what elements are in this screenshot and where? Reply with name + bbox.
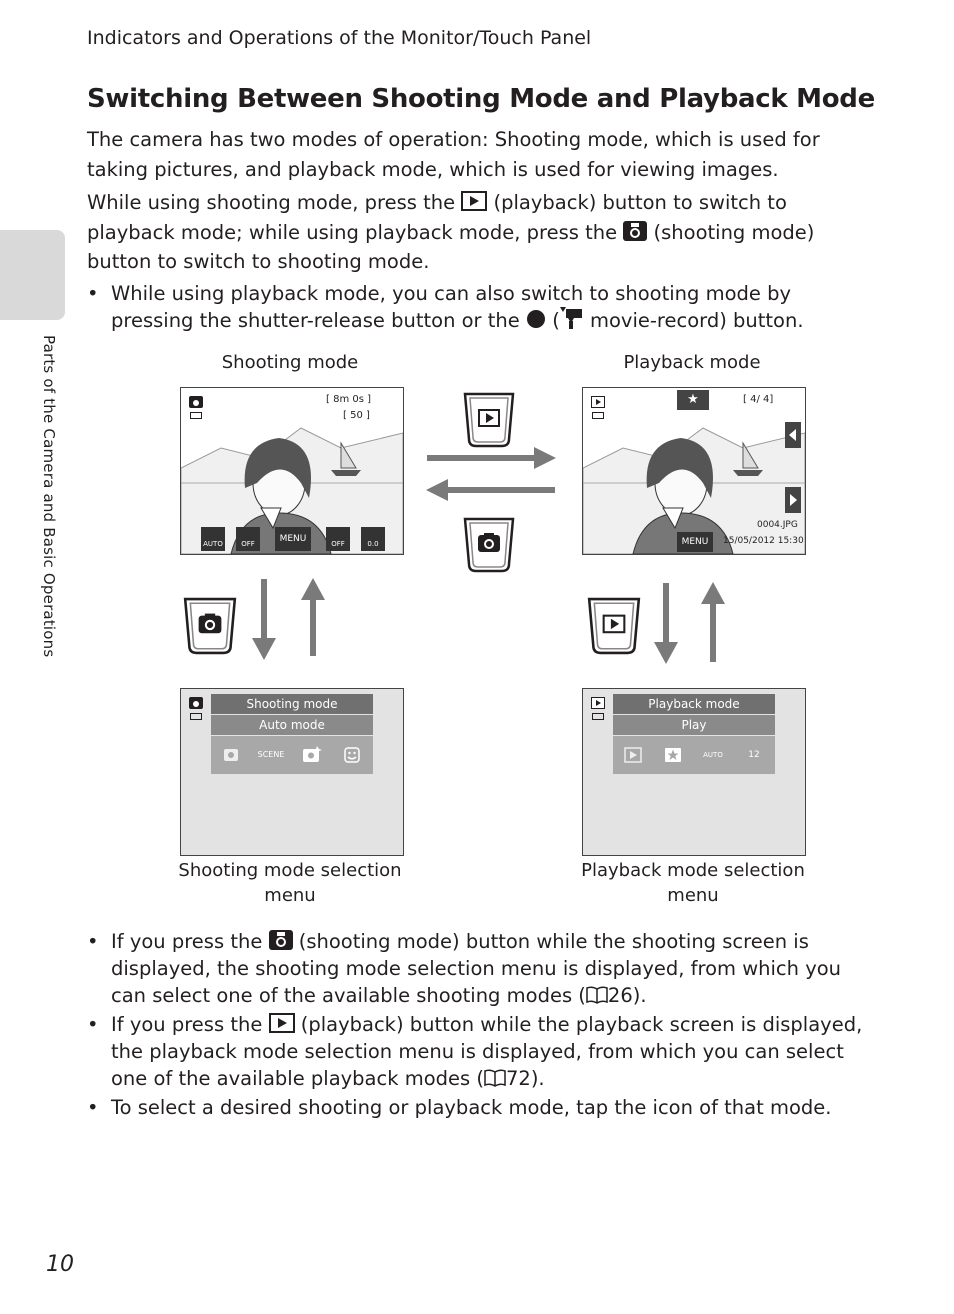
next-image-button[interactable] xyxy=(785,487,801,513)
intro-bullet: • While using playback mode, you can als… xyxy=(87,282,804,332)
shooting-scene-illustration xyxy=(181,427,403,554)
remaining-time: [ 8m 0s ] xyxy=(326,394,372,405)
mode-switch-arrows xyxy=(426,447,556,501)
playback-mode-icon xyxy=(591,396,605,408)
playback-icon xyxy=(461,191,488,211)
special-effects-tile[interactable] xyxy=(291,736,332,774)
auto-sort-icon: AUTO xyxy=(703,751,723,759)
camera-icon xyxy=(268,930,293,950)
menu-button[interactable]: MENU xyxy=(275,527,311,551)
bullet-select-mode: • To select a desired shooting or playba… xyxy=(87,1096,832,1119)
playback-icon xyxy=(268,1013,295,1033)
date-time: 15/05/2012 15:30 xyxy=(723,536,804,546)
intro-paragraph-1: The camera has two modes of operation: S… xyxy=(87,128,820,181)
play-tile[interactable] xyxy=(613,736,654,774)
bullet-dot: • xyxy=(87,930,99,953)
macro-button[interactable]: OFF xyxy=(326,527,350,551)
playback-menu-arrows xyxy=(654,582,725,664)
battery-icon xyxy=(190,412,202,419)
shooting-menu-arrows xyxy=(252,578,325,660)
mode-icon-row: SCENE xyxy=(211,736,373,774)
right-arrow-icon xyxy=(790,494,797,506)
scene-icon: SCENE xyxy=(257,750,285,759)
menu-subtitle: Auto mode xyxy=(211,715,373,735)
menu-subtitle: Play xyxy=(613,715,775,735)
smart-portrait-icon xyxy=(303,746,322,762)
camera-icon xyxy=(623,220,648,241)
smart-portrait-tile[interactable] xyxy=(331,736,373,774)
playback-mode-menu-screen: Playback mode Play AUTO 12 xyxy=(582,688,806,856)
previous-image-button[interactable] xyxy=(785,422,801,448)
battery-icon xyxy=(190,713,202,720)
page-reference-icon xyxy=(586,986,608,1004)
bullet-playback-menu: • If you press the (playback) button whi… xyxy=(87,1013,863,1090)
self-timer-button[interactable]: OFF xyxy=(236,527,260,551)
label-shooting-mode: Shooting mode xyxy=(221,352,359,373)
playback-button[interactable] xyxy=(586,596,642,656)
section-tab xyxy=(0,230,65,320)
list-by-date-tile[interactable]: 12 xyxy=(733,736,775,774)
list-by-date-icon: 12 xyxy=(748,750,760,760)
shooting-mode-icon xyxy=(189,396,203,408)
bullet-dot: • xyxy=(87,1013,99,1036)
favorite-pictures-tile[interactable] xyxy=(653,736,694,774)
smile-icon xyxy=(344,747,360,763)
auto-sort-tile[interactable]: AUTO xyxy=(693,736,734,774)
page-reference-icon xyxy=(484,1069,506,1087)
side-label: Parts of the Camera and Basic Operations xyxy=(40,335,58,658)
shooting-mode-button[interactable] xyxy=(462,516,516,574)
bullet-dot: • xyxy=(87,282,99,305)
bullet-dot: • xyxy=(87,1096,99,1119)
shooting-mode-icon xyxy=(189,697,203,709)
intro-paragraph-2: While using shooting mode, press the (pl… xyxy=(87,191,815,273)
shooting-mode-menu-screen: Shooting mode Auto mode SCENE xyxy=(180,688,404,856)
frame-counter: [ 4/ 4] xyxy=(743,394,774,405)
flash-mode-button[interactable]: AUTO xyxy=(201,527,225,551)
movie-record-icon xyxy=(559,307,582,329)
playback-mode-icon xyxy=(591,697,605,709)
remaining-exposures: [ 50 ] xyxy=(343,410,370,421)
record-dot-icon xyxy=(526,310,545,328)
menu-header: Shooting mode xyxy=(211,694,373,714)
battery-icon xyxy=(592,412,604,419)
caption-playback-menu: Playback mode selection menu xyxy=(581,860,805,906)
battery-icon xyxy=(592,713,604,720)
file-name: 0004.JPG xyxy=(757,520,798,530)
camera-icon xyxy=(224,749,238,761)
playback-button[interactable] xyxy=(462,391,516,449)
favorite-button[interactable]: ★ xyxy=(677,390,709,410)
running-head: Indicators and Operations of the Monitor… xyxy=(87,27,592,49)
page-title: Switching Between Shooting Mode and Play… xyxy=(87,84,875,114)
menu-header: Playback mode xyxy=(613,694,775,714)
mode-icon-row: AUTO 12 xyxy=(613,736,775,774)
scene-mode-tile[interactable]: SCENE xyxy=(251,736,292,774)
left-arrow-icon xyxy=(789,429,796,441)
label-playback-mode: Playback mode xyxy=(623,352,761,373)
exposure-compensation-button[interactable]: 0.0 xyxy=(361,527,385,551)
play-icon xyxy=(624,747,642,763)
bullet-shooting-menu: • If you press the (shooting mode) butto… xyxy=(87,930,842,1007)
playback-screen: ★ [ 4/ 4] 0004.JPG 15/05/2012 15:30 MENU xyxy=(582,387,806,555)
shooting-screen: [ 8m 0s ] [ 50 ] AUTO OFF MENU OFF 0.0 xyxy=(180,387,404,555)
favorites-icon xyxy=(665,748,681,762)
menu-button[interactable]: MENU xyxy=(677,532,713,552)
caption-shooting-menu: Shooting mode selection menu xyxy=(178,860,402,906)
page-number: 10 xyxy=(46,1252,74,1277)
shooting-mode-button[interactable] xyxy=(182,596,238,656)
auto-mode-tile[interactable] xyxy=(211,736,252,774)
